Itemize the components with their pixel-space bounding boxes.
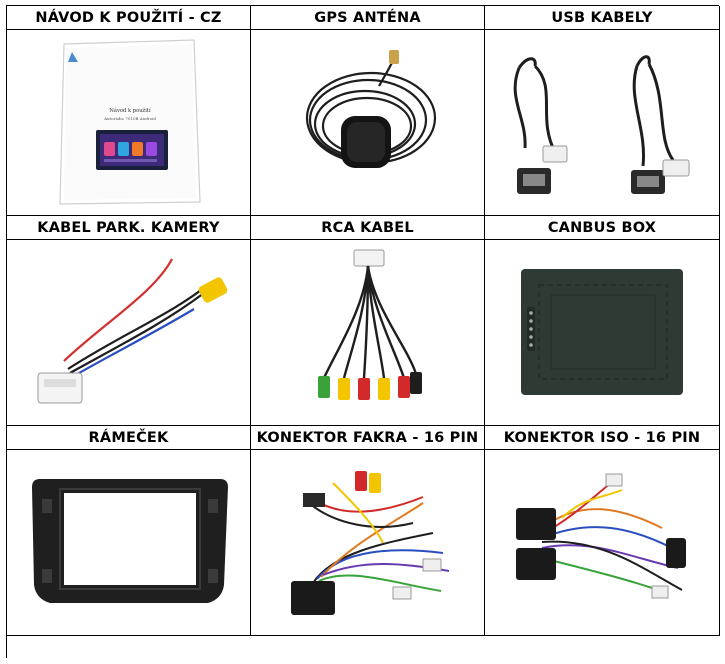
iso-image [485, 450, 720, 636]
header-usb: USB KABELY [485, 6, 720, 30]
header-manual: NÁVOD K POUŽITÍ - CZ [7, 6, 251, 30]
header-fakra-label: KONEKTOR FAKRA - 16 PIN [256, 429, 479, 446]
header-gps: GPS ANTÉNA [251, 6, 485, 30]
usb-cables-icon [513, 54, 690, 194]
frame-image [7, 450, 251, 636]
manual-image: Návod k použití Autorádio 7010B Android [7, 30, 251, 216]
canbus-image [485, 240, 720, 426]
header-manual-label: NÁVOD K POUŽITÍ - CZ [35, 9, 222, 26]
header-iso: KONEKTOR ISO - 16 PIN [485, 426, 720, 450]
parking-camera-cable-icon [37, 257, 227, 403]
header-frame: RÁMEČEK [7, 426, 251, 450]
header-camera-cable: KABEL PARK. KAMERY [7, 216, 251, 240]
frame-bezel-icon [31, 478, 228, 603]
manual-booklet-icon: Návod k použití Autorádio 7010B Android [58, 38, 201, 205]
camera-cable-image [7, 240, 251, 426]
usb-image [485, 30, 720, 216]
header-canbus-label: CANBUS BOX [547, 219, 657, 236]
manual-doc-title: Návod k použití [109, 107, 151, 114]
header-gps-label: GPS ANTÉNA [314, 9, 421, 26]
canbus-box-icon [521, 269, 683, 395]
header-usb-label: USB KABELY [551, 9, 653, 26]
fakra-image [251, 450, 485, 636]
gps-antenna-icon [305, 49, 436, 168]
header-rca: RCA KABEL [251, 216, 485, 240]
header-frame-label: RÁMEČEK [88, 429, 169, 446]
fakra-connector-icon [290, 470, 449, 615]
manual-doc-subtitle: Autorádio 7010B Android [103, 116, 156, 121]
gps-image [251, 30, 485, 216]
rca-cable-icon [317, 249, 422, 400]
header-fakra: KONEKTOR FAKRA - 16 PIN [251, 426, 485, 450]
header-rca-label: RCA KABEL [321, 219, 414, 236]
header-camera-cable-label: KABEL PARK. KAMERY [37, 219, 220, 236]
accessories-table: NÁVOD K POUŽITÍ - CZ GPS ANTÉNA USB KABE… [6, 5, 720, 658]
iso-connector-icon [516, 473, 686, 598]
rca-image [251, 240, 485, 426]
header-canbus: CANBUS BOX [485, 216, 720, 240]
header-iso-label: KONEKTOR ISO - 16 PIN [503, 429, 701, 446]
